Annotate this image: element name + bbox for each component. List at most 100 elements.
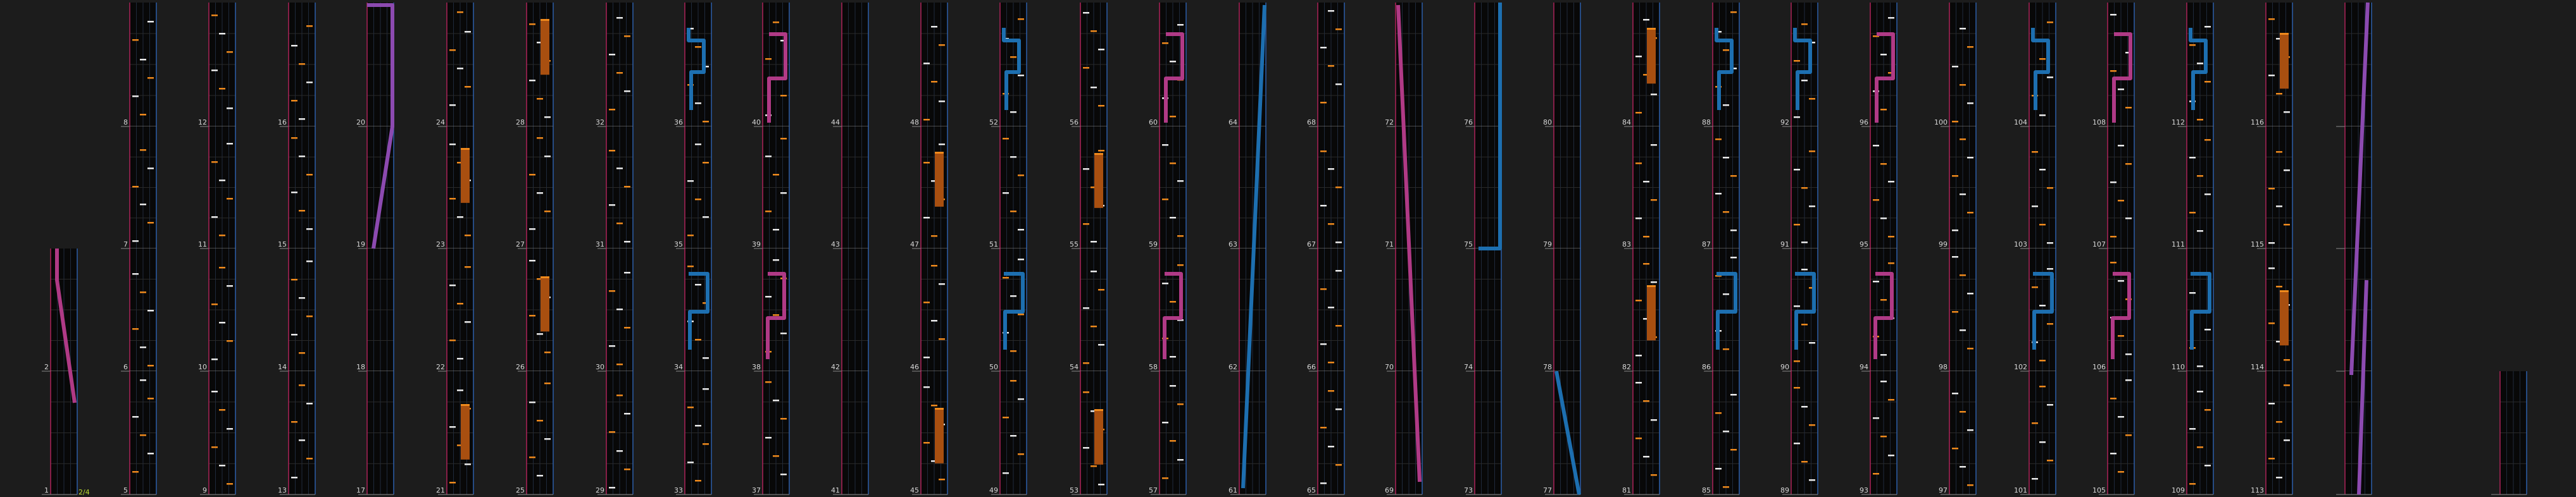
tap-note — [291, 477, 297, 479]
tap-note — [616, 395, 623, 396]
tap-note — [1873, 199, 1879, 201]
tap-note — [1967, 429, 1973, 431]
tap-note — [687, 462, 694, 463]
tap-note — [219, 465, 225, 467]
tap-note — [1952, 66, 1958, 68]
tap-note — [923, 63, 930, 64]
tap-note — [1320, 427, 1327, 429]
tap-note — [1018, 453, 1024, 455]
slide-note — [767, 32, 787, 123]
slide-note — [1875, 32, 1895, 123]
slide-note — [1716, 272, 1737, 350]
tap-note — [780, 95, 787, 97]
tap-note — [1091, 241, 1097, 243]
tap-note — [1960, 274, 1966, 276]
tap-note — [1723, 49, 1729, 51]
tap-note — [2276, 477, 2282, 479]
tap-note — [1335, 187, 1342, 188]
tap-note — [306, 174, 313, 176]
measure-number: 82 — [1622, 363, 1631, 371]
measure-number: 80 — [1543, 118, 1552, 126]
tap-note — [2189, 483, 2196, 485]
measure-number: 58 — [1149, 363, 1158, 371]
tap-note — [1809, 206, 1815, 207]
tap-note — [1651, 474, 1657, 476]
tap-note — [1873, 145, 1879, 147]
tap-note — [1723, 104, 1729, 106]
tap-note — [140, 59, 146, 61]
tap-note — [2125, 379, 2132, 381]
tap-note — [449, 49, 456, 51]
tap-note — [1960, 193, 1966, 195]
tap-note — [1098, 344, 1104, 346]
measure-number: 114 — [2251, 363, 2264, 371]
tap-note — [1801, 324, 1808, 326]
tap-note — [1010, 156, 1016, 158]
tap-note — [1320, 288, 1327, 290]
tap-note — [457, 68, 463, 70]
tap-note — [2047, 460, 2053, 462]
measure-number: 28 — [516, 118, 525, 126]
measure-number: 102 — [2014, 363, 2027, 371]
tap-note — [609, 109, 615, 111]
tap-note — [1162, 422, 1168, 424]
tap-note — [544, 116, 551, 118]
measure-number: 62 — [1229, 363, 1237, 371]
tap-note — [291, 137, 297, 139]
tap-note — [2047, 323, 2053, 325]
tap-note — [1880, 299, 1887, 301]
measure-number: 105 — [2092, 486, 2106, 494]
measure-number: 98 — [1939, 363, 1948, 371]
tap-note — [1873, 417, 1879, 419]
tap-note — [939, 283, 945, 285]
tap-note — [1328, 168, 1334, 170]
tap-note — [132, 240, 139, 242]
measure-number: 70 — [1385, 363, 1394, 371]
tap-note — [1177, 459, 1184, 461]
tap-note — [1170, 385, 1176, 387]
tap-note — [1018, 259, 1024, 261]
slide-note — [1164, 32, 1184, 123]
tap-note — [703, 388, 709, 390]
tap-note — [140, 347, 146, 348]
tap-note — [1643, 400, 1649, 402]
tap-note — [1809, 342, 1815, 344]
tap-note — [1635, 163, 1642, 164]
tap-note — [1083, 223, 1089, 225]
measure-number: 50 — [989, 363, 998, 371]
tap-note — [1162, 283, 1168, 285]
tap-note — [227, 198, 233, 200]
tap-note — [931, 405, 937, 407]
tap-note — [939, 101, 945, 102]
tap-note — [291, 45, 297, 47]
tap-note — [1643, 318, 1649, 320]
tap-note — [1170, 301, 1176, 303]
tap-note — [609, 204, 615, 206]
tap-note — [1335, 325, 1342, 327]
measure-number: 24 — [436, 118, 445, 126]
measure-number: 92 — [1780, 118, 1789, 126]
tap-note — [773, 21, 779, 23]
tap-note — [780, 333, 787, 334]
tap-note — [923, 386, 930, 388]
tap-note — [537, 333, 543, 335]
tap-note — [1960, 329, 1966, 331]
tap-note — [219, 267, 225, 269]
hold-note-head — [2280, 290, 2289, 292]
hold-note — [461, 404, 470, 460]
tap-note — [1320, 205, 1327, 207]
tap-note — [2039, 360, 2046, 362]
tap-note — [616, 223, 623, 224]
tap-note — [1335, 270, 1342, 272]
tap-note — [465, 266, 471, 268]
measure-number: 14 — [278, 363, 287, 371]
tap-note — [537, 42, 543, 44]
tap-note — [132, 416, 139, 418]
slide-note — [1241, 4, 1266, 489]
tap-note — [695, 425, 701, 427]
tap-note — [1177, 24, 1184, 26]
slide-note — [2112, 32, 2132, 123]
tap-note — [1170, 61, 1176, 63]
